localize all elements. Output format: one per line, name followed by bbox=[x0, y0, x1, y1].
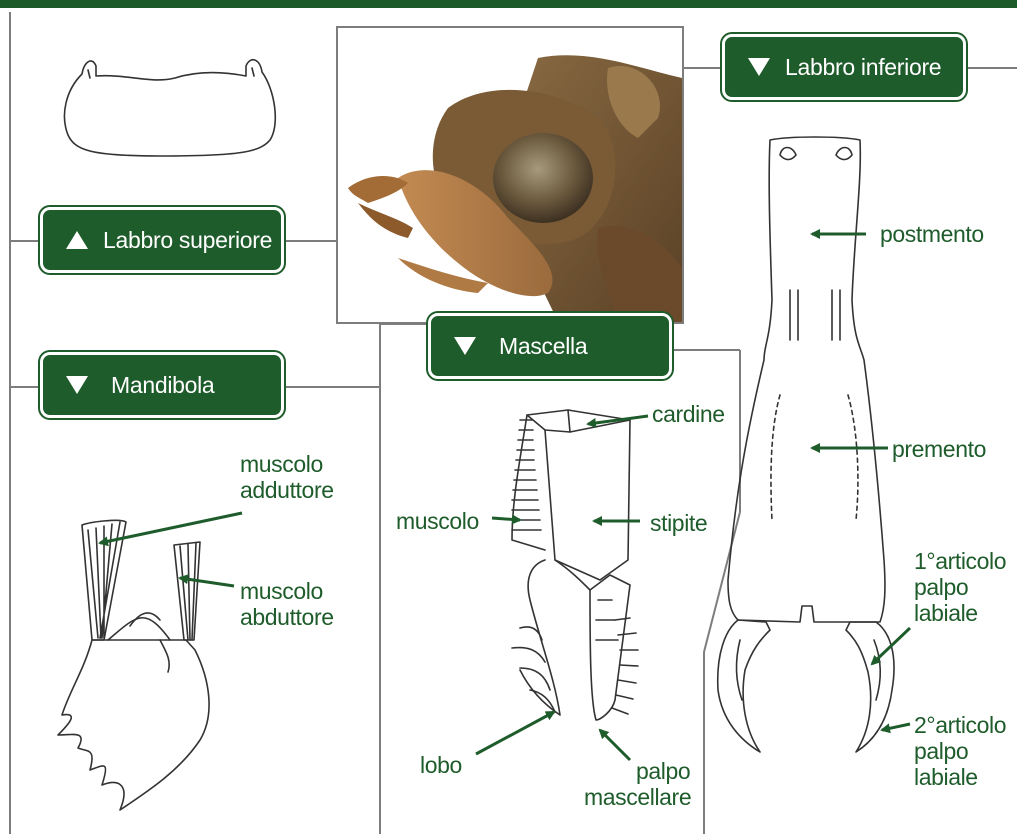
arrow-muscolo bbox=[492, 518, 520, 520]
arrow-lobo bbox=[476, 712, 554, 754]
arrow-articolo1 bbox=[872, 628, 910, 664]
arrow-articolo2 bbox=[882, 724, 910, 730]
label-line: palpo bbox=[584, 758, 691, 784]
label-line: labiale bbox=[914, 764, 1006, 790]
label-muscolo-adduttore: muscolo adduttore bbox=[240, 451, 334, 503]
label-2-articolo-palpo-labiale: 2°articolo palpo labiale bbox=[914, 712, 1006, 790]
label-line: labiale bbox=[914, 600, 1006, 626]
label-line: 2°articolo bbox=[914, 712, 1006, 738]
label-line: abduttore bbox=[240, 604, 334, 630]
mandibola-drawing bbox=[58, 520, 209, 810]
label-line: muscolo bbox=[240, 578, 334, 604]
label-premento: premento bbox=[892, 436, 986, 462]
label-line: adduttore bbox=[240, 477, 334, 503]
labbro-superiore-drawing bbox=[64, 60, 275, 156]
mascella-drawing bbox=[512, 410, 638, 720]
label-line: palpo bbox=[914, 574, 1006, 600]
arrow-palpo-mascellare bbox=[600, 730, 630, 760]
label-muscolo: muscolo bbox=[396, 508, 479, 534]
label-line: palpo bbox=[914, 738, 1006, 764]
label-stipite: stipite bbox=[650, 510, 707, 536]
label-lobo: lobo bbox=[420, 752, 462, 778]
label-line: mascellare bbox=[584, 784, 691, 810]
label-palpo-mascellare: palpo mascellare bbox=[584, 758, 691, 810]
label-1-articolo-palpo-labiale: 1°articolo palpo labiale bbox=[914, 548, 1006, 626]
label-postmento: postmento bbox=[880, 221, 984, 247]
label-line: 1°articolo bbox=[914, 548, 1006, 574]
label-line: muscolo bbox=[240, 451, 334, 477]
labbro-inferiore-drawing bbox=[718, 137, 894, 752]
label-cardine: cardine bbox=[652, 401, 725, 427]
arrow-muscolo-adduttore bbox=[100, 513, 242, 543]
label-muscolo-abduttore: muscolo abduttore bbox=[240, 578, 334, 630]
